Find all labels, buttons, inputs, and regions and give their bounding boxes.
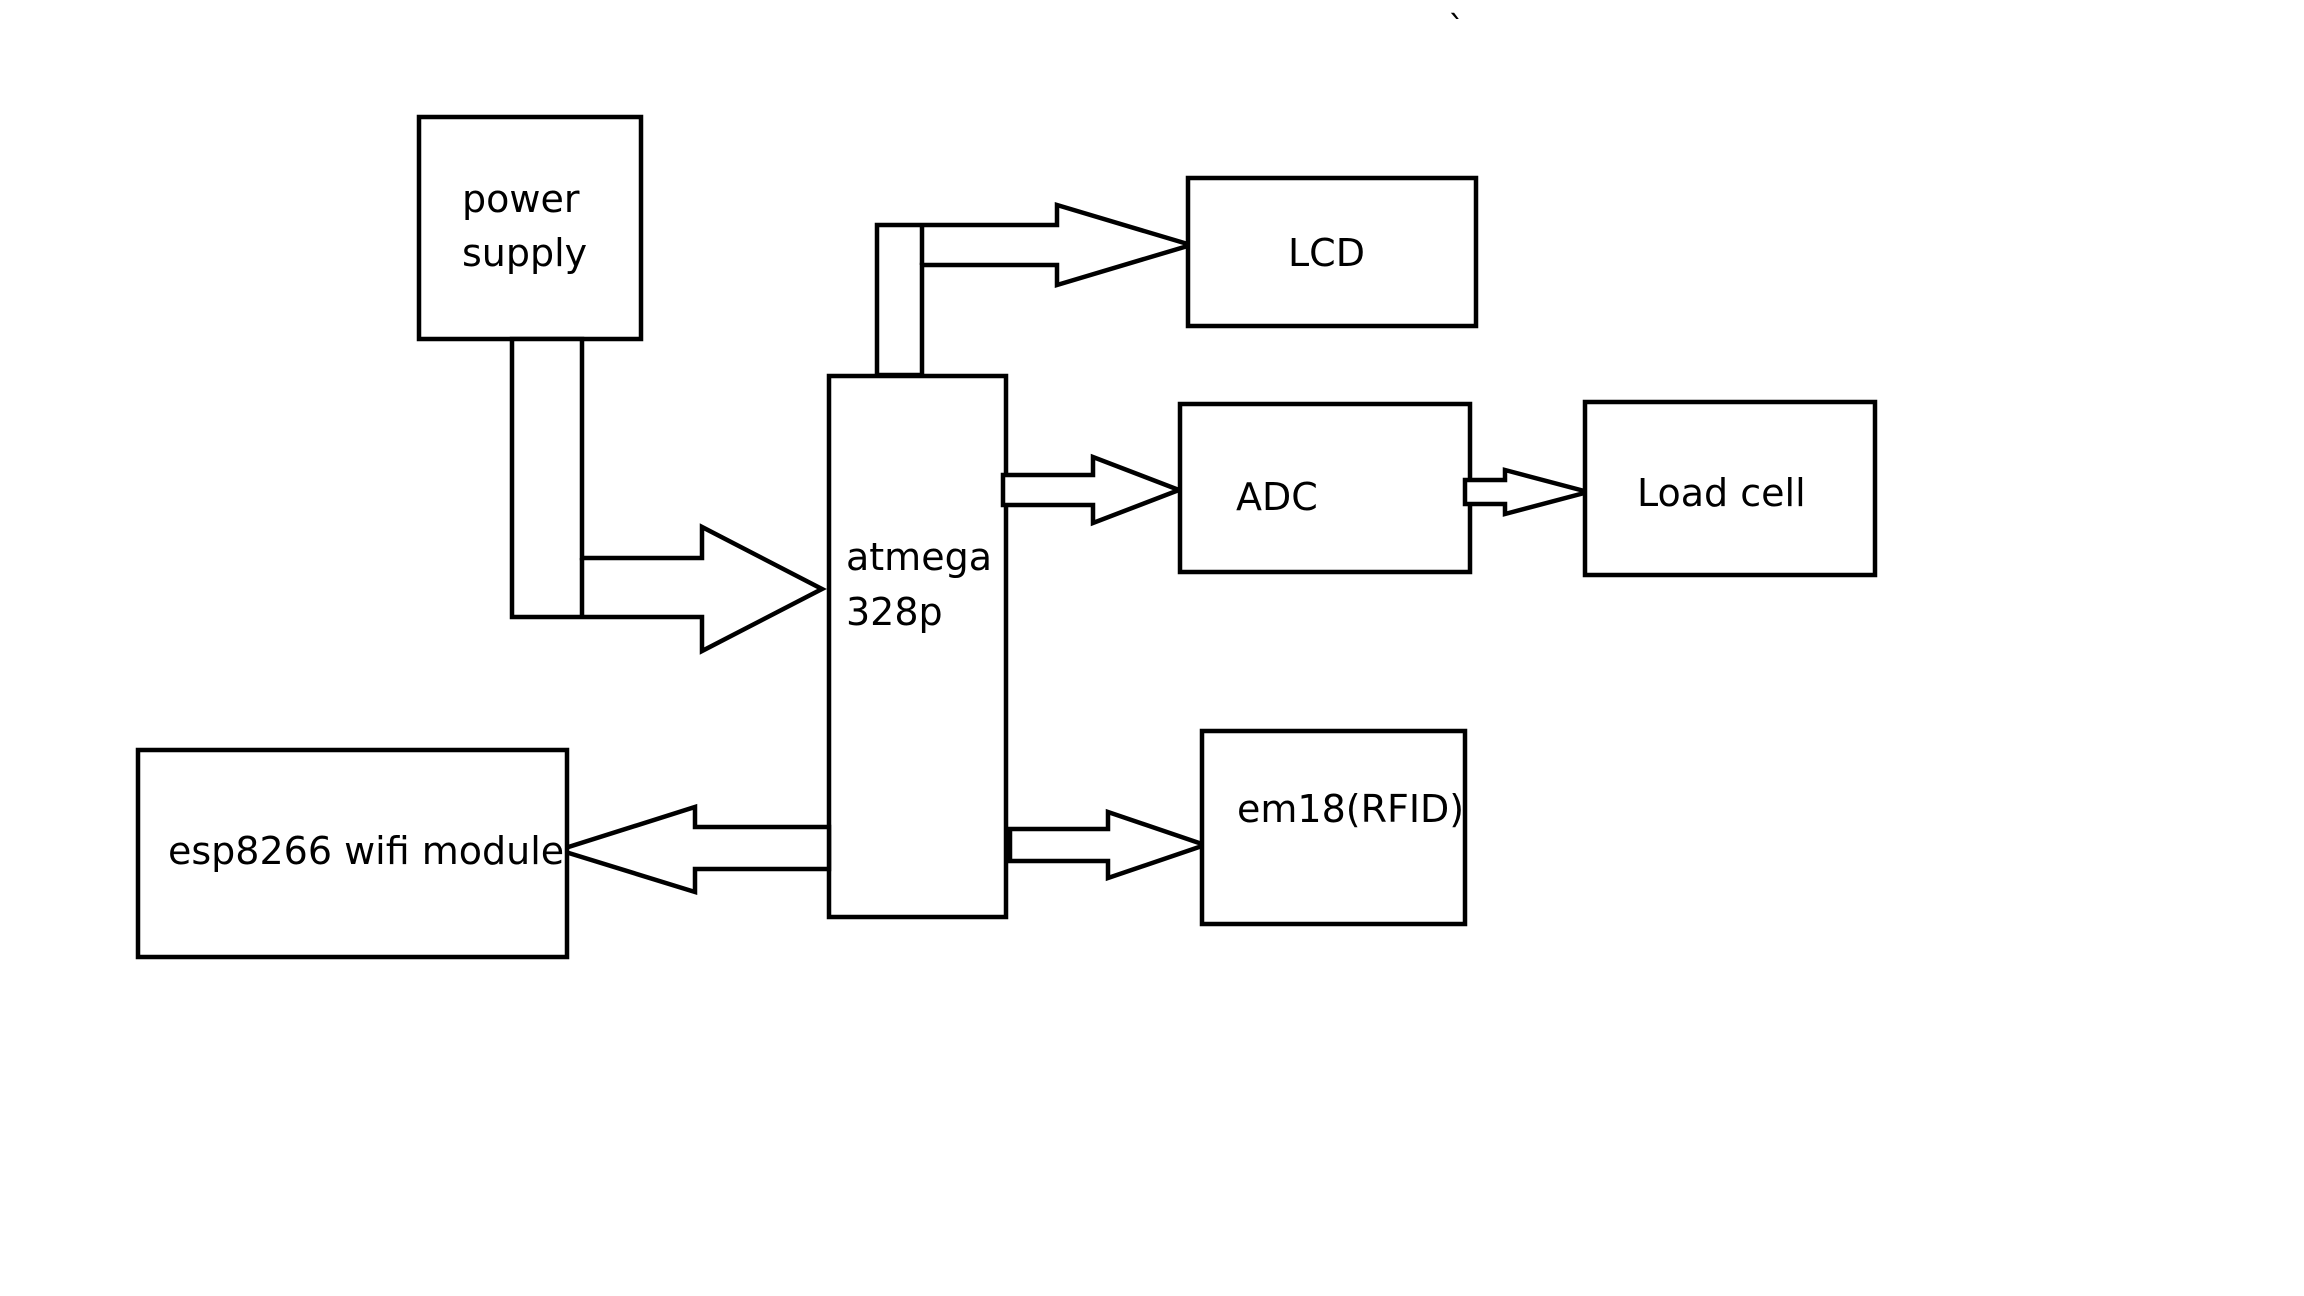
lcd-label: LCD xyxy=(1288,231,1365,275)
adc-label: ADC xyxy=(1236,475,1318,519)
mcu-label-line1: atmega xyxy=(846,535,992,579)
power-supply-label-line1: power xyxy=(462,177,580,221)
mcu-label-line2: 328p xyxy=(846,590,943,634)
power-to-mcu-arrow xyxy=(509,336,827,655)
load-cell-label: Load cell xyxy=(1637,471,1806,515)
mcu-to-adc-arrow xyxy=(1000,453,1186,527)
rfid-block: em18(RFID) xyxy=(1199,728,1468,927)
wifi-block: esp8266 wifi module xyxy=(135,747,570,960)
wifi-label: esp8266 wifi module xyxy=(168,829,564,873)
mcu-block: atmega 328p xyxy=(826,373,1009,920)
load-cell-block: Load cell xyxy=(1582,399,1878,578)
rfid-label: em18(RFID) xyxy=(1237,787,1464,831)
mcu-to-lcd-arrow xyxy=(874,201,1199,378)
power-supply-block: power supply xyxy=(416,114,644,342)
lcd-block: LCD xyxy=(1185,175,1479,329)
mcu-to-wifi-arrow xyxy=(551,803,832,896)
adc-to-load-cell-arrow xyxy=(1462,467,1597,517)
power-supply-label-line2: supply xyxy=(462,231,587,275)
mcu-to-rfid-arrow xyxy=(1007,808,1212,882)
stray-mark: ` xyxy=(1448,9,1465,49)
adc-block: ADC xyxy=(1177,401,1473,575)
